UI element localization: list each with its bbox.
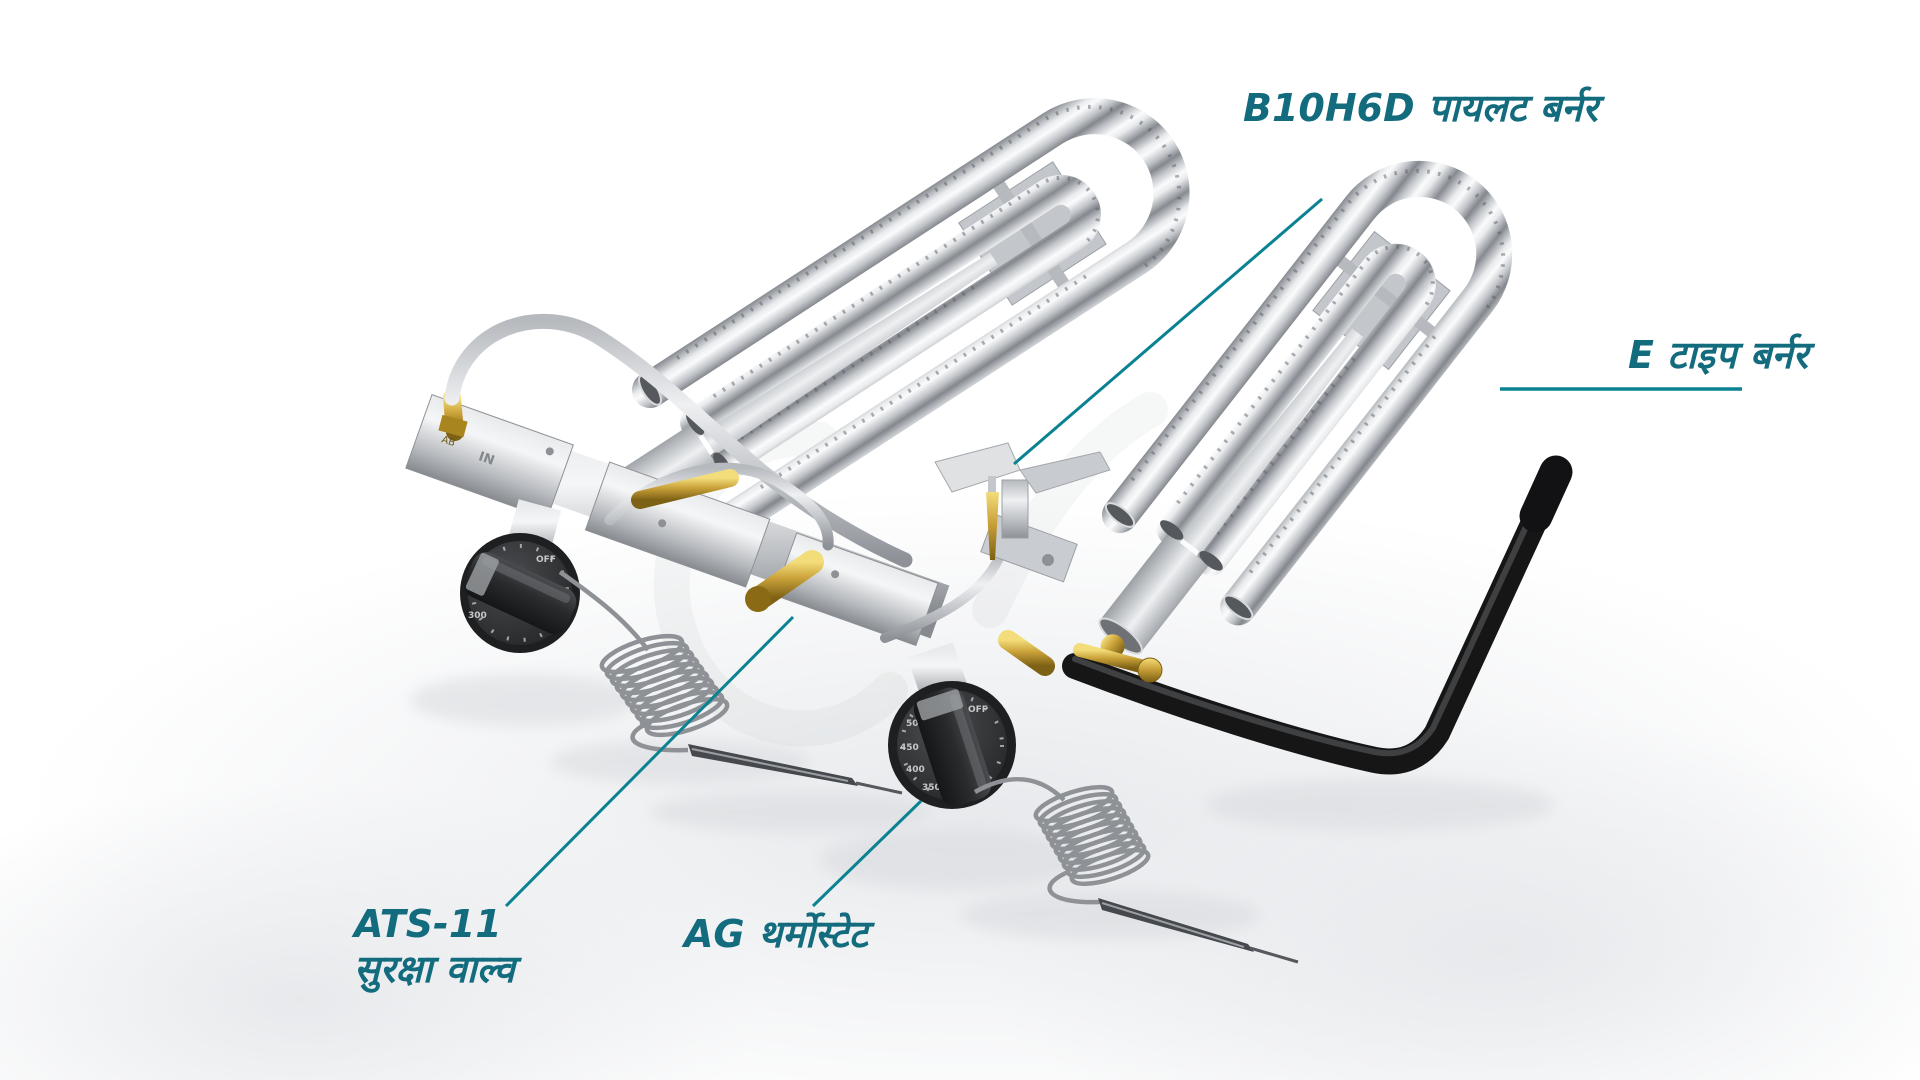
capillary-tail [1047,869,1101,905]
venturi-tube [1100,533,1209,653]
leader-safety-valve [504,615,795,908]
outer-hairpin-tube [632,98,1190,538]
electrode-tip [988,476,996,492]
dial-500: 500 [906,719,925,729]
pipe-body [1062,492,1555,775]
pilot-burner [880,442,1111,643]
dial-300: 300 [468,611,487,621]
inner-hairpin-tube [680,175,1101,480]
dial-graduations [900,693,1004,797]
fitting-ab-marking: AB [440,434,457,449]
brass-hex-union [631,469,739,509]
tube-open-end [1160,520,1184,540]
capillary-lead [973,776,1066,802]
inner-flame-ports [712,175,1100,440]
pilot-mount-tube [880,551,1005,643]
outer-flame-ports [675,104,1182,489]
probe-tip [1249,946,1299,964]
capillary-coil-right [973,776,1151,905]
pilot-flame-wing-right [1019,451,1111,494]
mixing-tube [1181,328,1364,554]
label-safety-valve: ATS-11 सुरक्षा वाल्व [354,902,515,992]
sensor-probe-left [688,744,903,795]
pilot-body [1001,479,1029,539]
gas-supply-pipe [998,455,1573,775]
thermocouple-electrode [986,492,999,560]
tube-open-end [1199,550,1223,571]
burner-strap [1315,239,1456,353]
dial-off-label: OFF [968,705,988,715]
brass-elbow-fitting [998,630,1055,676]
label-e-type-burner: E टाइप बर्नर [1628,333,1808,377]
mixing-tube [701,252,998,455]
dial-400: 400 [906,765,925,775]
label-pilot-burner: B10H6D पायलट बर्नर [1243,86,1598,130]
leader-lines [504,197,1742,908]
leader-pilot-burner [1013,197,1323,466]
probe-tip [855,781,903,795]
valve-in-marking: IN [476,449,496,468]
e-type-burner-right [1098,160,1513,659]
brass-nut [438,414,468,438]
capillary-coil-left [558,570,730,753]
dial-off-label: OFF [536,555,556,565]
label-thermostat: AG थर्मोस्टेट [684,912,868,956]
thermostat-knob: OFF 550 500 450 400 350 300 [888,642,1016,809]
outer-hairpin-tube [1102,160,1513,626]
inner-flame-ports [1176,244,1435,535]
knob-handle-highlight [482,556,571,603]
label-safety-valve-line1: ATS-11 [354,902,502,946]
brass-plug-cap [745,586,771,612]
sensor-probe-right [1098,898,1299,964]
leader-thermostat [811,799,923,908]
brass-hex-union [1073,643,1155,675]
probe-highlight [1101,902,1245,948]
gas-manifold: IN AB [405,314,950,647]
knob-badge [465,552,499,596]
tube-open-end [1223,594,1254,621]
tube-open-end [1104,502,1136,528]
safety-valve-knob: OFF 550 300 [460,499,580,653]
knob-badge [916,689,964,721]
inner-hairpin-tube [1156,243,1436,576]
probe-highlight [691,748,849,782]
dial-350: 350 [922,783,941,793]
pipe-end-fitting [1519,455,1573,533]
capillary-tail [630,719,689,753]
label-safety-valve-line2: सुरक्षा वाल्व [354,946,515,991]
dial-450: 450 [900,743,919,753]
outer-flame-ports [1130,168,1506,574]
knob-handle-highlight [949,693,988,790]
pipe-highlight [1072,502,1539,757]
brass-nut [1137,657,1163,683]
burner-strap [978,157,1085,311]
pilot-bracket-hole [1042,554,1054,566]
